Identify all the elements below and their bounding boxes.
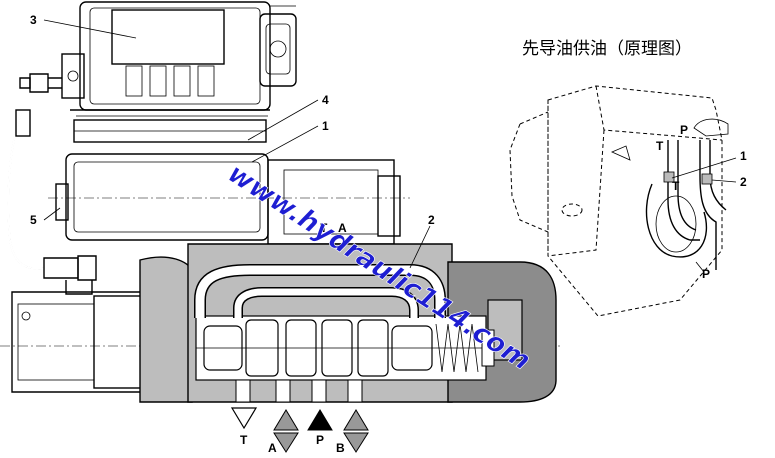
leader-lines xyxy=(43,19,431,269)
port-t-label: T xyxy=(240,433,248,447)
diagram-title: 先导油供油（原理图） xyxy=(522,39,692,59)
inset-t-channel-label: T xyxy=(672,179,680,193)
p-port-symbol xyxy=(307,409,333,431)
pilot-port-a: A xyxy=(338,221,347,235)
adapter-plate xyxy=(73,119,267,143)
b-port-symbol-up xyxy=(343,409,369,431)
t-port-symbol xyxy=(230,407,258,430)
inset-t-label: T xyxy=(656,139,664,153)
pilot-port-t: T xyxy=(320,221,328,235)
main-valve-body xyxy=(0,243,560,403)
a-port-symbol-up xyxy=(273,409,299,431)
b-port-symbol-down xyxy=(343,432,369,453)
inset-schematic xyxy=(509,85,737,317)
port-a-label: A xyxy=(268,441,277,455)
port-p-label: P xyxy=(316,433,324,447)
a-port-symbol-down xyxy=(273,432,299,453)
pilot-valve xyxy=(48,153,410,245)
inset-callout-2: 2 xyxy=(740,175,747,189)
inset-p-bottom-label: P xyxy=(702,267,710,281)
callout-5: 5 xyxy=(30,213,37,227)
callout-4: 4 xyxy=(322,93,329,107)
callout-2: 2 xyxy=(428,213,435,227)
port-b-label: B xyxy=(336,441,345,455)
electronics-housing xyxy=(61,1,297,117)
inset-callout-1: 1 xyxy=(740,149,747,163)
cable-assembly xyxy=(7,73,97,295)
inset-p-label: P xyxy=(680,123,688,137)
port-symbols xyxy=(230,407,369,453)
callout-1: 1 xyxy=(322,119,329,133)
callout-3: 3 xyxy=(30,13,37,27)
